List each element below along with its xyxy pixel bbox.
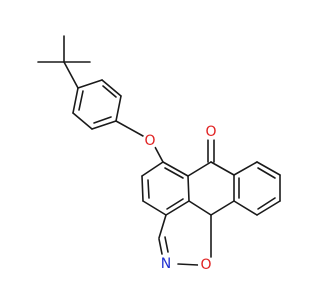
- bond: [158, 238, 163, 255]
- bond: [115, 95, 122, 122]
- bond: [187, 161, 212, 177]
- atom-label-ring-nitrogen: N: [158, 256, 174, 272]
- bond: [102, 85, 117, 98]
- bond: [177, 263, 199, 266]
- atom-label-ether-oxygen: O: [142, 133, 158, 149]
- bond: [78, 90, 84, 111]
- bond: [188, 200, 212, 216]
- bond: [141, 161, 164, 177]
- phenyl-ring: [72, 79, 122, 130]
- bond: [233, 200, 258, 216]
- bond: [72, 87, 79, 114]
- fused-ring-core: [141, 139, 281, 266]
- bond: [147, 179, 150, 199]
- bond: [63, 61, 79, 89]
- bond: [93, 116, 112, 124]
- bond: [257, 197, 276, 210]
- tert-butyl-group: [37, 35, 91, 89]
- atom-label-ring-oxygen: O: [198, 257, 214, 273]
- bond: [257, 167, 276, 179]
- bond: [187, 175, 190, 202]
- bond: [210, 161, 235, 176]
- bond: [77, 79, 103, 89]
- bond: [233, 161, 258, 176]
- bond: [72, 112, 93, 130]
- bond: [166, 198, 184, 210]
- bond: [164, 167, 184, 179]
- bond: [162, 161, 189, 177]
- molecule-structure: O O N O: [37, 35, 281, 273]
- bond: [158, 214, 167, 239]
- carbonyl-oxygen-label: O: [205, 124, 216, 140]
- bond: [210, 200, 235, 216]
- bond: [115, 120, 144, 137]
- bond: [142, 200, 167, 216]
- atom-label-carbonyl-oxygen: O: [203, 124, 219, 140]
- bond: [154, 146, 164, 163]
- bond: [141, 175, 144, 202]
- bond: [101, 79, 122, 97]
- ether-linkage: [115, 120, 164, 163]
- bond: [165, 200, 190, 216]
- ring-oxygen-label: O: [200, 257, 211, 273]
- ring-nitrogen-label: N: [161, 256, 171, 272]
- bond: [164, 236, 169, 253]
- bond: [91, 120, 117, 130]
- ether-oxygen-label: O: [144, 133, 155, 149]
- bond: [256, 161, 281, 176]
- bond: [256, 200, 281, 216]
